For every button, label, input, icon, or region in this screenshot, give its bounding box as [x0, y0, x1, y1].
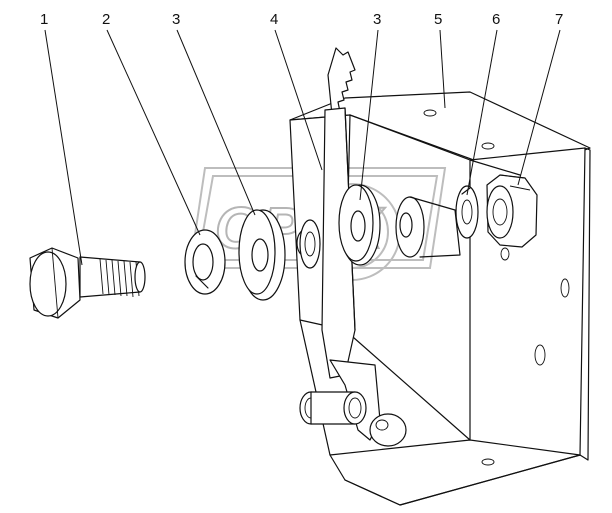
leader-7 [517, 29, 561, 186]
thread-lines [99, 258, 140, 298]
leader-1 [44, 29, 83, 266]
leader-2 [106, 29, 201, 236]
leader-5 [439, 29, 446, 109]
leader-3-left [176, 29, 256, 216]
callout-1: 1 [40, 11, 48, 28]
lock-washer-part-6 [455, 185, 479, 239]
hex-nut-part-7 [486, 174, 538, 248]
callout-6: 6 [492, 11, 500, 28]
callout-5: 5 [434, 11, 442, 28]
callout-3-left: 3 [172, 11, 180, 28]
spacer-bushing [299, 219, 321, 269]
lock-washer-part-2 [184, 229, 226, 295]
leader-4 [274, 29, 323, 171]
callout-7: 7 [555, 11, 563, 28]
bolt-part-1 [29, 247, 146, 319]
bracket-bushing [395, 196, 461, 258]
flat-washer-part-3-left [238, 209, 286, 301]
callout-labels: 1 2 3 4 3 5 6 7 [40, 11, 563, 28]
leader-3-right [359, 29, 379, 201]
leader-6 [466, 29, 498, 196]
flat-washer-part-3-right [338, 184, 381, 266]
callout-3-right: 3 [373, 11, 381, 28]
callout-4: 4 [270, 11, 278, 28]
leader-lines [44, 29, 561, 266]
lever-plate-part-4 [296, 47, 407, 447]
callout-2: 2 [102, 11, 110, 28]
